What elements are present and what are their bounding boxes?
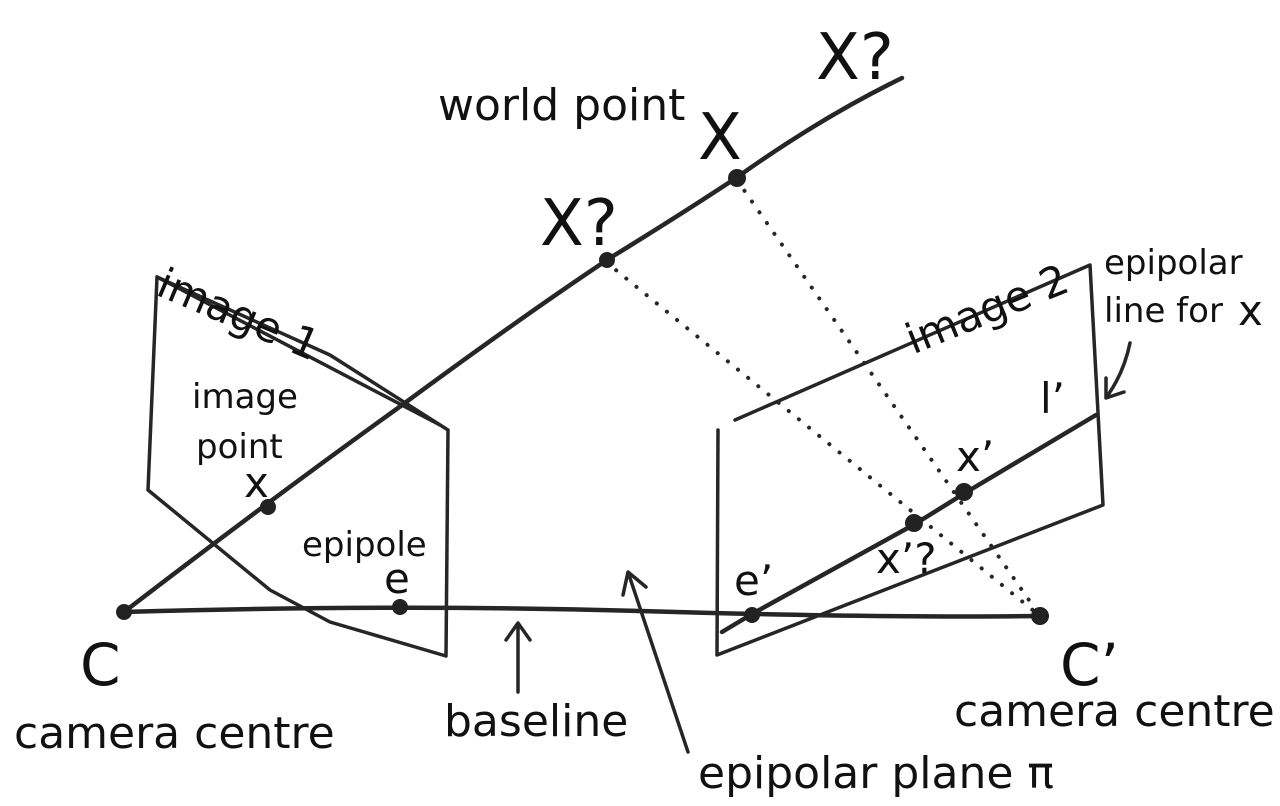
point-C <box>116 604 132 620</box>
point-e-prime <box>744 607 760 623</box>
label-x-prime: x’ <box>956 432 995 481</box>
label-X: X <box>698 101 742 175</box>
image1-plane <box>146 275 450 658</box>
epipolar-plane-arrow <box>621 570 690 754</box>
label-baseline: baseline <box>444 696 629 747</box>
label-epipolar-line-line2: line for <box>1104 291 1223 331</box>
label-X-question-mid: X? <box>540 187 618 261</box>
baseline-arrow <box>504 621 532 694</box>
label-x-prime-question: x’? <box>876 534 937 583</box>
image2-plane <box>715 263 1105 657</box>
label-image-point-line2: point <box>196 427 283 467</box>
label-world-point: world point <box>438 80 686 131</box>
image1-top-edge <box>155 275 442 427</box>
dotted-line-Xq-to-C-prime <box>604 260 1042 618</box>
baseline-line <box>121 605 1043 619</box>
label-image-point-line1: image <box>192 377 298 417</box>
label-camera-centre-left: camera centre <box>14 708 335 759</box>
label-C-prime: C’ <box>1060 631 1119 699</box>
epipolar-line-arrow <box>1104 341 1132 400</box>
label-X-question-top: X? <box>816 21 894 95</box>
label-e-prime: e’ <box>734 556 774 605</box>
point-x-prime <box>955 483 973 501</box>
label-epipolar-line-x: x <box>1238 286 1263 335</box>
ray-C-to-X <box>121 75 905 615</box>
label-epipolar-plane: epipolar plane π <box>698 748 1054 799</box>
point-x <box>260 499 276 515</box>
point-e <box>392 599 408 615</box>
label-C: C <box>80 631 121 699</box>
label-camera-centre-right: camera centre <box>954 686 1275 737</box>
label-e: e <box>384 554 410 603</box>
point-C-prime <box>1031 607 1049 625</box>
label-epipolar-line-line1: epipolar <box>1104 243 1243 283</box>
label-l-prime: l’ <box>1040 374 1066 423</box>
point-x-prime-question <box>905 514 923 532</box>
point-X-question-mid <box>599 252 615 268</box>
label-epipole: epipole <box>302 525 427 565</box>
point-X <box>728 169 746 187</box>
label-x: x <box>244 458 269 507</box>
